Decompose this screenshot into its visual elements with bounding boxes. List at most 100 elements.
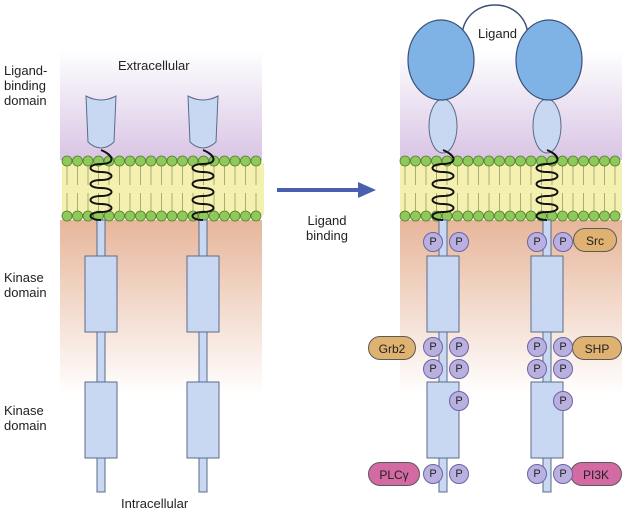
lipid-head <box>124 155 136 167</box>
lipid-head <box>145 210 157 222</box>
phosphate-circle: P <box>449 359 469 379</box>
phosphate-circle: P <box>449 464 469 484</box>
lipid-head <box>473 210 484 222</box>
lipid-head <box>166 155 178 167</box>
lipid-head <box>82 155 94 167</box>
ligand-binding-body <box>428 98 458 154</box>
lipid-head <box>240 155 251 167</box>
lipid-head <box>599 155 610 167</box>
lipid-head <box>240 210 251 222</box>
adaptor-src: Src <box>573 228 617 252</box>
lipid-head <box>504 155 516 167</box>
lipid-head <box>399 155 411 167</box>
transmembrane-helix <box>431 149 455 221</box>
lipid-head <box>578 155 589 167</box>
ligand-binding-body <box>532 98 562 154</box>
lipid-head <box>504 210 516 222</box>
lipid-head <box>61 210 73 222</box>
phosphate-circle: P <box>527 359 547 379</box>
lipid-head <box>473 155 484 167</box>
kinase-domain-label-upper: Kinase domain <box>4 270 47 300</box>
ligand-binding-arrow <box>277 182 376 198</box>
lipid-head <box>525 155 537 167</box>
lipid-head <box>557 210 568 222</box>
lipid-head <box>229 210 241 222</box>
phosphate-circle: P <box>527 232 547 252</box>
ligand-binding-arrow-label: Ligand binding <box>306 213 348 243</box>
phosphate-circle: P <box>527 464 547 484</box>
lipid-head <box>420 155 432 167</box>
phosphate-circle: P <box>423 337 443 357</box>
lipid-head <box>452 210 463 222</box>
adaptor-pi3k: PI3K <box>570 462 622 486</box>
lipid-head <box>588 155 600 167</box>
transmembrane-helix <box>535 149 559 221</box>
transmembrane-helix <box>191 149 215 221</box>
left-receptor-pair <box>84 95 220 493</box>
lipid-head <box>567 155 579 167</box>
lipid-head <box>483 210 495 222</box>
lipid-head <box>515 210 526 222</box>
lipid-head <box>145 155 157 167</box>
lipid-head <box>588 210 600 222</box>
lipid-head <box>494 155 505 167</box>
kinase-domain-box <box>186 381 220 459</box>
phosphate-circle: P <box>553 232 573 252</box>
lipid-head <box>462 210 474 222</box>
lipid-head <box>578 210 589 222</box>
lipid-head <box>219 155 230 167</box>
lipid-head <box>462 155 474 167</box>
lipid-head <box>609 155 621 167</box>
lipid-head <box>219 210 230 222</box>
adaptor-shp: SHP <box>572 336 622 360</box>
lipid-head <box>250 210 262 222</box>
phosphate-circle: P <box>553 464 573 484</box>
lipid-head <box>420 210 432 222</box>
lipid-head <box>61 155 73 167</box>
right-receptor-pair <box>407 4 583 493</box>
lipid-head <box>114 210 125 222</box>
kinase-domain-box <box>426 255 460 333</box>
lipid-head <box>515 155 526 167</box>
right-membrane <box>399 155 622 222</box>
lipid-head <box>177 155 188 167</box>
phosphate-circle: P <box>527 337 547 357</box>
arrow-head <box>358 182 376 198</box>
phosphate-circle: P <box>423 359 443 379</box>
lipid-head <box>72 155 83 167</box>
adaptor-grb2: Grb2 <box>368 336 416 360</box>
lipid-head <box>135 155 146 167</box>
lipid-head <box>410 210 421 222</box>
ligand-binding-domain-label: Ligand- binding domain <box>4 63 48 108</box>
intracellular-label: Intracellular <box>121 496 189 511</box>
kinase-domain-box <box>84 381 118 459</box>
lipid-head <box>525 210 537 222</box>
ligand-subunit-right <box>515 19 583 101</box>
left-panel-background <box>60 50 262 395</box>
transmembrane-helix <box>89 149 113 221</box>
phosphate-circle: P <box>423 232 443 252</box>
lipid-head <box>599 210 610 222</box>
left-membrane <box>61 155 264 222</box>
phosphate-circle: P <box>449 232 469 252</box>
lipid-head <box>177 210 188 222</box>
phosphate-circle: P <box>423 464 443 484</box>
phosphate-circle: P <box>553 337 573 357</box>
lipid-head <box>229 155 241 167</box>
lipid-head <box>124 210 136 222</box>
lipid-head <box>156 155 167 167</box>
lipid-head <box>250 155 262 167</box>
kinase-domain-label-lower: Kinase domain <box>4 403 47 433</box>
ligand-bridge <box>461 4 529 39</box>
phosphate-circle: P <box>449 391 469 411</box>
lipid-head <box>208 210 220 222</box>
ligand-subunit-left <box>407 19 475 101</box>
lipid-head <box>494 210 505 222</box>
phosphate-circle: P <box>553 359 573 379</box>
lipid-head <box>135 210 146 222</box>
kinase-domain-box <box>84 255 118 333</box>
ligand-binding-cup <box>85 95 117 149</box>
ligand-label: Ligand <box>478 26 518 41</box>
